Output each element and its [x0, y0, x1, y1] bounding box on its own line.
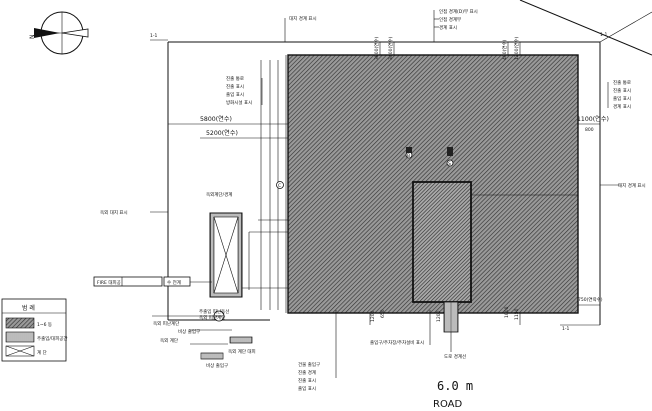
bottom-dimensions: 1150 1000 1200 650 1200 — [369, 306, 521, 325]
exit-label-3: 옥외 피난계단 — [153, 320, 179, 327]
dim-right-bottom: 750(연락수) — [578, 296, 603, 303]
corner-label-bottom: 1-1 — [562, 326, 569, 332]
note-left-mid: 옥외 대지 표시 — [100, 209, 128, 216]
dim-bottom-b: 1000 — [504, 306, 510, 318]
left-corridor — [242, 55, 288, 313]
marker-s — [446, 147, 454, 167]
exit-label-2: 옥외 피난계단 — [199, 314, 225, 321]
dim-right-gap: 800 — [585, 127, 594, 133]
note-bottom-right: 도로 경계선 — [444, 353, 466, 360]
fire-label: FIRE 대피공 — [97, 279, 121, 286]
road-label: 6.0 m ROAD — [433, 379, 473, 410]
note-right-4: 경계 표시 — [613, 103, 631, 110]
dim-bottom-e: 1200 — [436, 310, 442, 322]
road-width: 6.0 m — [437, 379, 473, 393]
legend: 범 례 1~6 동 주출입/대피공간 계 단 — [1, 298, 68, 362]
exit-label-4: 옥외 계단 — [160, 337, 178, 344]
left-dimensions: 5800(연수) 5200(연수) — [168, 115, 288, 139]
right-dimensions: 1100(연수) 800 750(연락수) — [577, 115, 609, 306]
exit-label-5: 옥외 계단 대피 — [228, 348, 256, 355]
dim-left-outer: 5800(연수) — [200, 115, 232, 123]
dim-top-a: 3800(연수) — [373, 37, 380, 60]
note-right-2: 진출 표시 — [613, 87, 631, 94]
dim-top-b: 3400(연수) — [387, 37, 394, 60]
legend-swatch-hatch — [5, 317, 35, 329]
note-bottom-3: 진출 표시 — [298, 377, 316, 384]
marker-b-label: B — [407, 153, 410, 159]
note-top-right-3: 경계 표시 — [439, 24, 457, 31]
exit-label-6: 비상 출입구 — [206, 362, 228, 369]
exit-label-1: 주출입 피난동선 — [199, 308, 229, 315]
note-bottom-1: 건물 출입구 — [298, 361, 320, 368]
note-left-1: 진출 통로 — [226, 75, 244, 82]
dim-right-top: 1100(연수) — [577, 115, 609, 123]
bottom-notes: 건물 출입구 진출 경계 진출 표시 출입 표시 출입구/주차장/주차설비 표시… — [298, 310, 600, 392]
dim-bottom-a: 1150 — [514, 308, 520, 320]
note-top-right-2: 인접 경계부 — [439, 16, 461, 23]
dim-bottom-d: 650 — [380, 309, 386, 318]
dim-left-inner: 5200(연수) — [206, 129, 238, 137]
marker-b — [405, 147, 413, 159]
valve-label: 수 전계 — [167, 279, 181, 286]
corner-label-top-right: 1-1 — [600, 32, 607, 38]
right-notes: 진출 통로 진출 표시 출입 표시 경계 표시 대지 경계 표시 — [600, 79, 646, 189]
corner-label-top: 1-1 — [150, 33, 157, 39]
left-fixtures — [152, 310, 253, 360]
legend-swatch-lines — [5, 331, 35, 343]
left-upper-notes: 진출 통로 진출 표시 출입 표시 방화시설 표시 옥외 대지 표시 옥외계단/… — [100, 75, 263, 216]
note-left-3: 출입 표시 — [226, 91, 244, 98]
note-left-mid2: 옥외계단/경계 — [206, 191, 232, 198]
north-arrow-icon: N — [29, 11, 89, 55]
note-top-right-1: 인접 경계(D)부 표시 — [439, 8, 478, 15]
top-notes: 대지 경계 표시 인접 경계(D)부 표시 인접 경계부 경계 표시 1-1 1… — [150, 8, 607, 42]
note-left-2: 진출 표시 — [226, 83, 244, 90]
note-bottom-2: 진출 경계 — [298, 369, 316, 376]
inner-block — [412, 181, 472, 303]
legend-title: 범 례 — [22, 304, 35, 312]
marker-c-label: C — [278, 183, 281, 189]
note-right-mid: 대지 경계 표시 — [618, 182, 646, 189]
note-right-3: 출입 표시 — [613, 95, 631, 102]
legend-item-1: 1~6 동 — [37, 322, 52, 328]
fire-label-box: FIRE 대피공 — [93, 276, 163, 287]
svg-text:N: N — [29, 35, 36, 40]
legend-item-3: 계 단 — [37, 349, 47, 356]
left-exit-labels: 주출입 피난동선 옥외 피난계단 옥외 피난계단 옥외 계단 옥외 계단 대피 … — [153, 308, 256, 369]
entrance-gate — [443, 301, 459, 340]
note-bottom-4: 출입 표시 — [298, 385, 316, 392]
dim-top-d: 1200(연수) — [513, 37, 520, 60]
valve-label-box: 수 전계 — [163, 276, 191, 287]
note-right-1: 진출 통로 — [613, 79, 631, 86]
note-bottom-mid: 출입구/주차장/주차설비 표시 — [370, 339, 424, 346]
note-top-center: 대지 경계 표시 — [289, 15, 317, 22]
road-name: ROAD — [433, 399, 462, 410]
top-dimensions: 3800(연수) 3400(연수) 400(연수) 1200(연수) — [373, 37, 521, 60]
legend-item-2: 주출입/대피공간 — [37, 335, 68, 342]
exit-stair-box — [209, 212, 243, 298]
exit-label-7: 비상 출입구 — [178, 328, 200, 335]
marker-s-label: S — [448, 161, 451, 167]
dim-top-c: 400(연수) — [501, 39, 508, 60]
dim-bottom-c: 1200 — [370, 310, 376, 322]
note-left-4: 방화시설 표시 — [226, 99, 252, 106]
